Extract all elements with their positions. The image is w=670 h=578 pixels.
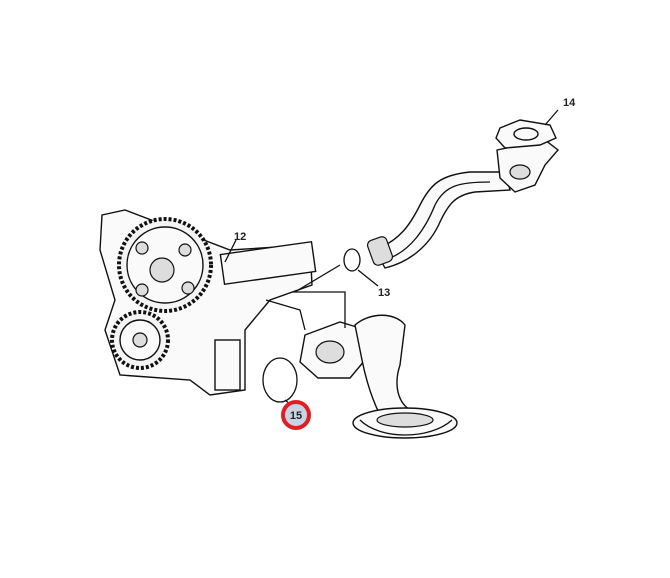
callout-14[interactable]: 14 xyxy=(563,97,576,109)
oil-strainer xyxy=(299,314,458,439)
oil-pickup-tube xyxy=(366,119,560,269)
oil-pump-body xyxy=(99,209,317,396)
callout-15-highlighted[interactable]: 15 xyxy=(281,400,311,430)
callout-13[interactable]: 13 xyxy=(378,287,390,299)
o-ring-13 xyxy=(343,248,361,272)
leader-lines xyxy=(224,109,559,409)
callout-15[interactable]: 15 xyxy=(290,410,302,422)
callout-12[interactable]: 12 xyxy=(234,231,246,243)
o-ring-15 xyxy=(262,357,298,403)
